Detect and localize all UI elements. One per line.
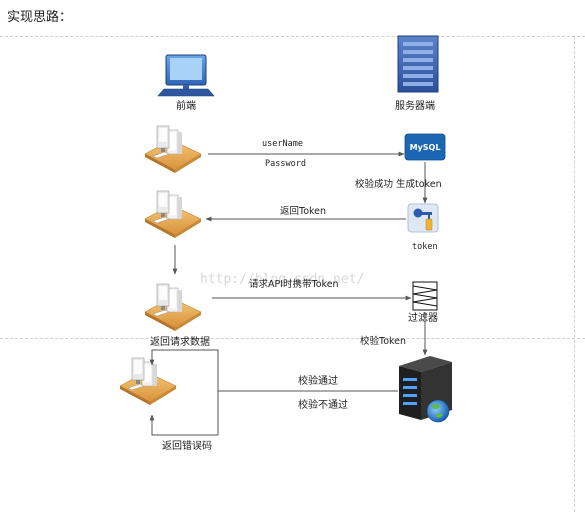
verify-fail-label: 校验不通过: [298, 398, 348, 411]
server-label: 服务器端: [395, 99, 435, 112]
verify-pass-arrow: [149, 349, 398, 392]
client-workstation-3-icon: [144, 283, 202, 332]
username-label: userName: [262, 139, 303, 149]
watermark-text: http://blog.csdn.net/: [200, 272, 364, 287]
client-workstation-2-icon: [144, 190, 202, 239]
password-label: Password: [265, 159, 306, 169]
verify-pass-label: 校验通过: [298, 374, 338, 387]
client-label: 前端: [176, 99, 196, 112]
globe-icon: [426, 399, 450, 423]
request-api-label: 请求API时携带Token: [249, 278, 339, 290]
token-icon-label: token: [412, 242, 438, 252]
top-dashed-divider: [0, 36, 585, 37]
client-computer-icon: [157, 54, 215, 97]
filter-icon: [412, 281, 438, 311]
verify-generate-label: 校验成功 生成token: [355, 178, 442, 190]
return-data-label: 返回请求数据: [150, 335, 210, 348]
verify-token-label: 校验Token: [360, 335, 406, 347]
middle-dashed-divider: [0, 338, 585, 339]
client-workstation-1-icon: [144, 125, 202, 174]
right-dashed-divider: [574, 36, 575, 512]
verify-fail-arrow: [149, 391, 219, 436]
token-key-icon: [407, 203, 439, 233]
filter-label: 过滤器: [408, 311, 438, 324]
client-workstation-4-icon: [119, 357, 177, 406]
return-token-label: 返回Token: [280, 205, 326, 217]
mysql-database-icon: MySQL: [404, 133, 446, 161]
return-error-label: 返回错误码: [162, 439, 212, 452]
server-tower-icon: [397, 35, 439, 93]
mysql-logo-text: MySQL: [410, 143, 441, 152]
page-heading: 实现思路：: [7, 10, 73, 25]
